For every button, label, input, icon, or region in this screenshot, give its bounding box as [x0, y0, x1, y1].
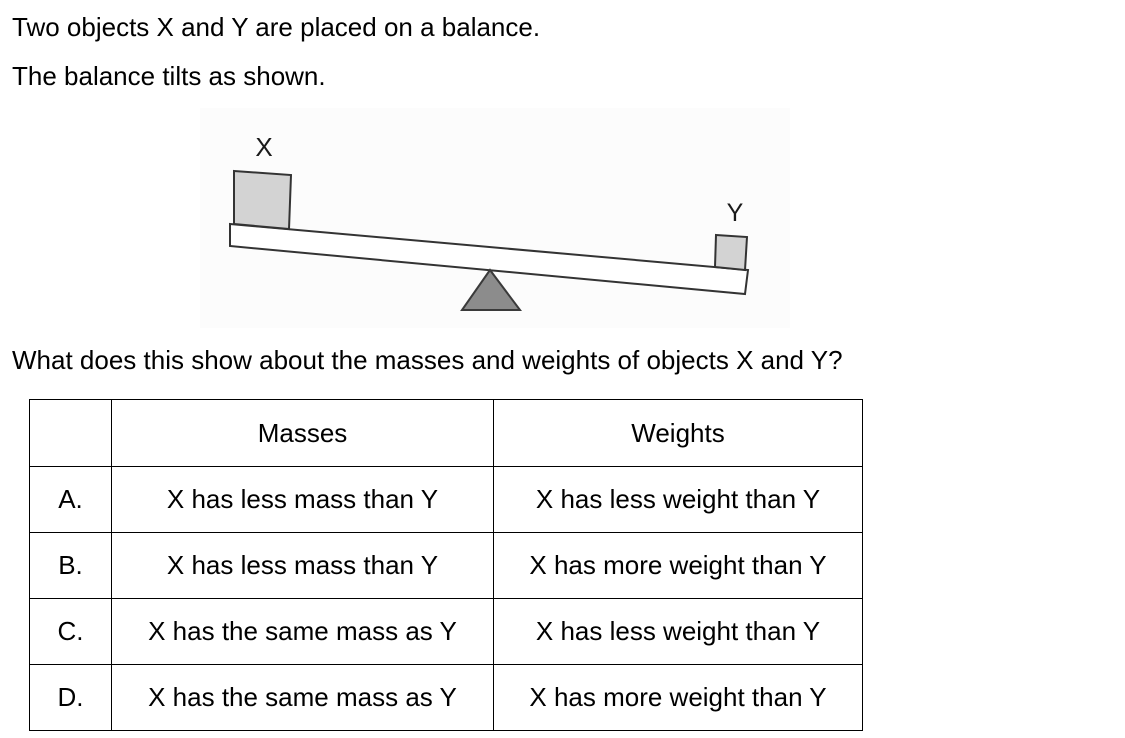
balance-fulcrum — [460, 268, 522, 311]
table-row[interactable]: D. X has the same mass as Y X has more w… — [29, 664, 863, 731]
question-text: What does this show about the masses and… — [12, 345, 843, 375]
balance-drawing: X Y — [229, 132, 750, 311]
option-letter: C. — [29, 598, 112, 665]
object-x-box — [233, 169, 293, 231]
header-cell-weights: Weights — [493, 399, 863, 467]
intro-text-line-2: The balance tilts as shown. — [12, 61, 326, 91]
table-header-row: Masses Weights — [29, 399, 863, 467]
option-mass: X has the same mass as Y — [111, 664, 494, 731]
table-row[interactable]: C. X has the same mass as Y X has less w… — [29, 598, 863, 665]
option-weight: X has more weight than Y — [493, 532, 863, 599]
intro-text-line-1: Two objects X and Y are placed on a bala… — [12, 12, 541, 42]
balance-beam — [229, 222, 750, 296]
balance-diagram: X Y — [200, 108, 790, 328]
option-mass: X has less mass than Y — [111, 466, 494, 533]
label-y: Y — [727, 199, 744, 227]
option-letter: D. — [29, 664, 112, 731]
option-weight: X has less weight than Y — [493, 598, 863, 665]
option-letter: A. — [29, 466, 112, 533]
option-letter: B. — [29, 532, 112, 599]
option-mass: X has the same mass as Y — [111, 598, 494, 665]
header-cell-masses: Masses — [111, 399, 494, 467]
object-y-box — [713, 233, 749, 272]
table-row[interactable]: B. X has less mass than Y X has more wei… — [29, 532, 863, 599]
header-cell-blank — [29, 399, 112, 467]
option-weight: X has less weight than Y — [493, 466, 863, 533]
table-row[interactable]: A. X has less mass than Y X has less wei… — [29, 466, 863, 533]
option-weight: X has more weight than Y — [493, 664, 863, 731]
answer-options-table: Masses Weights A. X has less mass than Y… — [29, 399, 863, 731]
label-x: X — [255, 132, 272, 162]
option-mass: X has less mass than Y — [111, 532, 494, 599]
